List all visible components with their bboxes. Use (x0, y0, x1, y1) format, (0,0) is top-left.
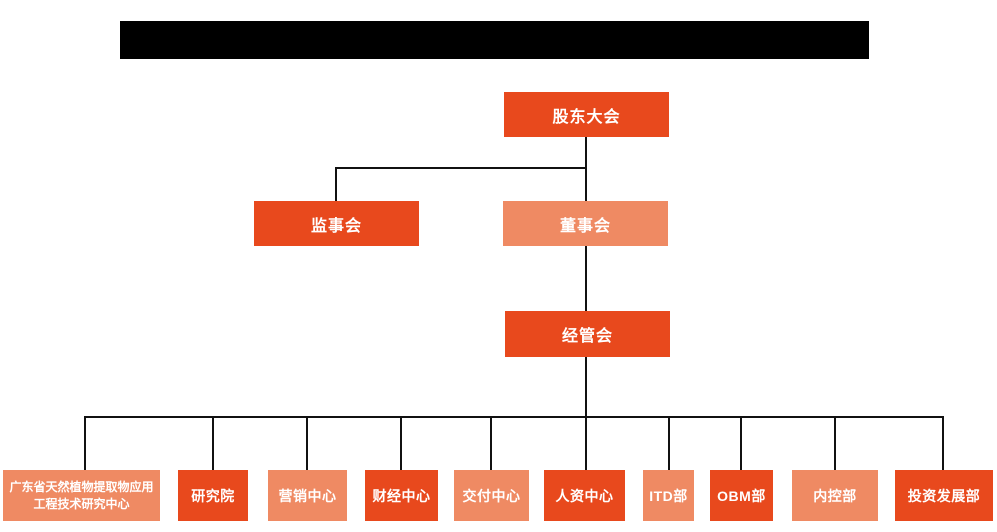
connector-line (740, 416, 742, 470)
org-node-label: 内控部 (813, 487, 857, 504)
connector-line (834, 416, 836, 470)
connector-line (585, 416, 587, 470)
org-node-investment-development-department: 投资发展部 (895, 470, 993, 521)
org-node-supervisory-board: 监事会 (254, 201, 419, 246)
org-node-label: 广东省天然植物提取物应用工程技术研究中心 (9, 480, 154, 511)
connector-line (84, 416, 86, 470)
org-node-label: 经管会 (561, 328, 613, 345)
connector-line (84, 416, 944, 418)
org-node-board-of-directors: 董事会 (503, 201, 668, 246)
org-node-delivery-center: 交付中心 (454, 470, 529, 521)
connector-line (212, 416, 214, 470)
org-node-label: OBM部 (717, 487, 766, 504)
org-node-finance-center: 财经中心 (365, 470, 438, 521)
org-node-obm-department: OBM部 (710, 470, 773, 521)
org-node-label: 财经中心 (372, 487, 431, 504)
org-node-research-institute: 研究院 (178, 470, 248, 521)
org-node-label: 监事会 (310, 217, 362, 235)
org-node-itd-department: ITD部 (643, 470, 694, 521)
connector-line (335, 167, 337, 201)
connector-line (490, 416, 492, 470)
org-node-internal-control-department: 内控部 (792, 470, 878, 521)
connector-line (585, 357, 587, 417)
org-node-label: 交付中心 (462, 487, 521, 504)
connector-line (335, 167, 586, 169)
org-node-hr-center: 人资中心 (544, 470, 625, 521)
org-node-label: ITD部 (649, 487, 688, 504)
org-node-shareholders-meeting: 股东大会 (504, 92, 669, 137)
connector-line (400, 416, 402, 470)
connector-line (585, 137, 587, 201)
connector-line (942, 416, 944, 470)
org-node-label: 董事会 (559, 217, 611, 235)
org-node-label: 营销中心 (278, 487, 337, 504)
connector-line (306, 416, 308, 470)
org-node-label: 股东大会 (552, 108, 621, 126)
org-node-management-committee: 经管会 (505, 311, 670, 357)
org-node-research-center: 广东省天然植物提取物应用工程技术研究中心 (3, 470, 160, 521)
org-node-label: 研究院 (191, 487, 235, 504)
connector-line (585, 246, 587, 311)
org-node-label: 人资中心 (555, 487, 614, 504)
org-node-label: 投资发展部 (907, 487, 981, 504)
connector-line (668, 416, 670, 470)
redacted-title-bar (120, 21, 869, 59)
org-node-marketing-center: 营销中心 (268, 470, 347, 521)
